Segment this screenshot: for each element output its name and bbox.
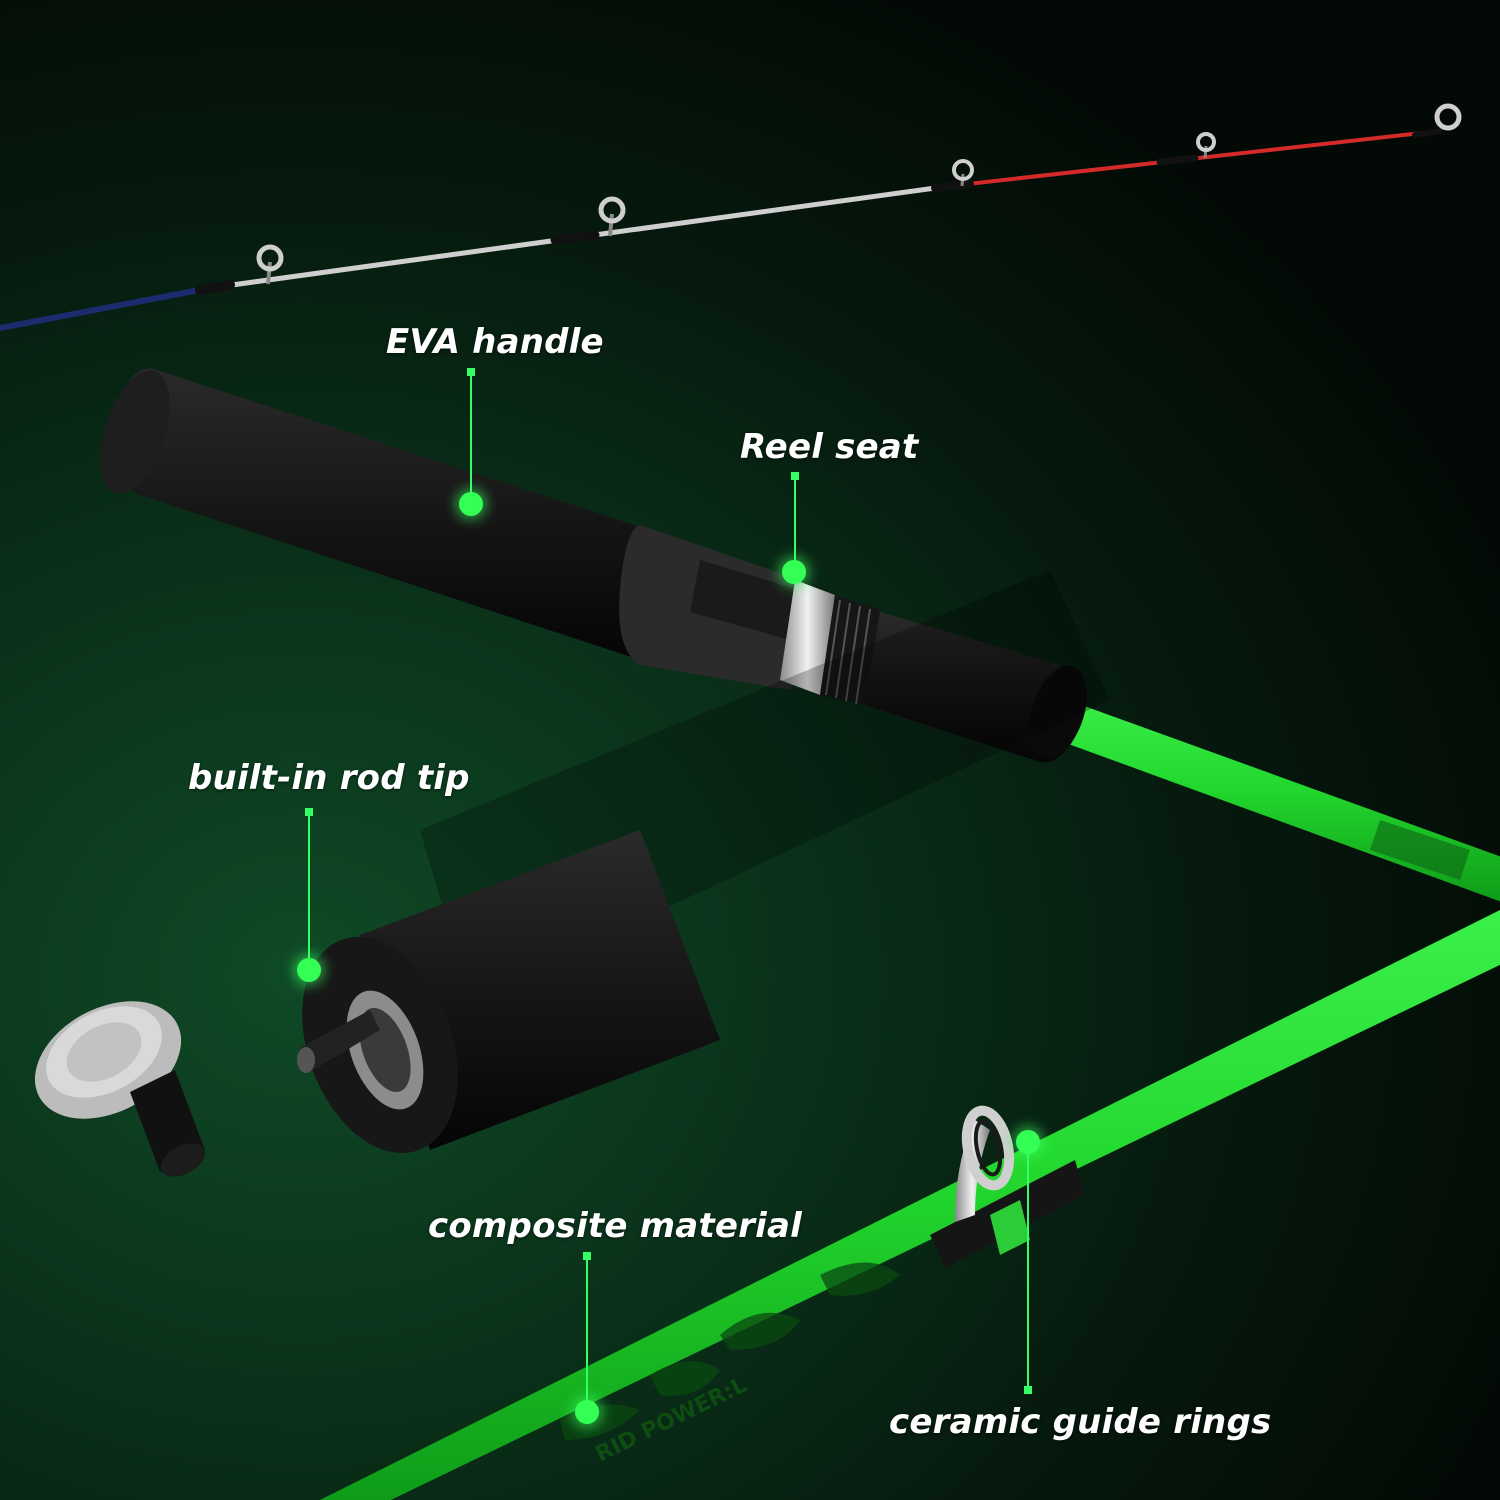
marker-square (583, 1252, 591, 1260)
callout-composite: composite material (428, 1206, 802, 1246)
green-blank-lower (320, 910, 1500, 1500)
rod-tip-section (0, 103, 1462, 331)
marker-dot (575, 1400, 599, 1424)
callout-reel-seat: Reel seat (740, 427, 919, 467)
leader-line (794, 480, 796, 562)
marker-square (791, 472, 799, 480)
callout-eva-handle: EVA handle (386, 322, 604, 362)
tip-guide-3 (952, 159, 974, 187)
leader-line (470, 376, 472, 496)
tip-guide-1 (256, 244, 284, 285)
reel-seat-nut (820, 595, 880, 705)
marker-dot (782, 560, 806, 584)
leader-line (308, 816, 310, 962)
reel-seat-ring (780, 580, 835, 695)
tip-blue-segment (0, 285, 213, 331)
tip-guide-4 (1196, 132, 1216, 159)
eva-handle-grip (114, 368, 651, 660)
composite-blank: RID POWER:L (320, 910, 1500, 1500)
marker-dot (1016, 1130, 1040, 1154)
tip-guide-2 (598, 196, 626, 237)
green-blank-upper (1030, 690, 1500, 902)
leader-line (586, 1260, 588, 1400)
ceramic-guide-ring (955, 1105, 1015, 1222)
marker-dot (459, 492, 483, 516)
callout-guide-rings: ceramic guide rings (889, 1402, 1272, 1442)
marker-square (467, 368, 475, 376)
rod-butt-end (297, 570, 1110, 1154)
screw-cap (34, 1001, 206, 1177)
tip-guide-5 (1434, 103, 1462, 131)
marker-square (1024, 1386, 1032, 1394)
leader-line (1027, 1154, 1029, 1386)
callout-rod-tip: built-in rod tip (188, 758, 470, 798)
front-foam-grip (865, 612, 1083, 763)
marker-dot (297, 958, 321, 982)
marker-square (305, 808, 313, 816)
rod-handle-assembly (100, 368, 1500, 902)
